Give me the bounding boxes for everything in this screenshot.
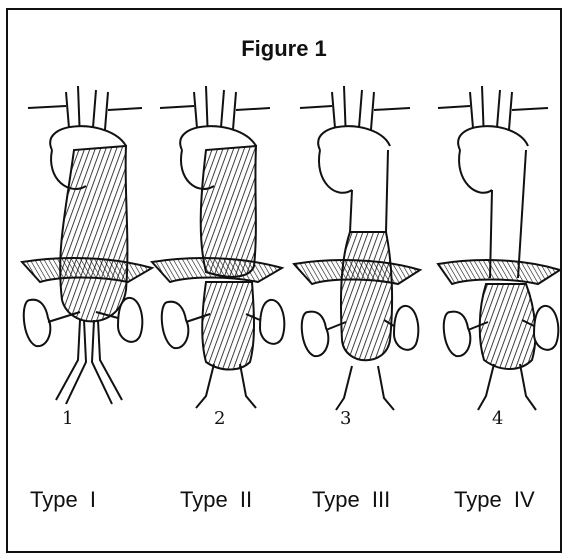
- panel-2-aorta: [152, 86, 284, 408]
- panel-4-aorta: [438, 86, 560, 410]
- panel-4-number: 4: [492, 408, 503, 429]
- panel-3-number: 3: [340, 408, 351, 429]
- panel-1-aorta: [22, 86, 152, 404]
- panel-3-aorta: [294, 86, 420, 410]
- panel-3-type-label: Type III: [312, 487, 390, 513]
- panel-4-type-label: Type IV: [454, 487, 535, 513]
- panel-2-number: 2: [214, 408, 225, 429]
- panel-1-type-label: Type I: [30, 487, 96, 513]
- panel-1-number: 1: [62, 408, 73, 429]
- panel-2-type-label: Type II: [180, 487, 252, 513]
